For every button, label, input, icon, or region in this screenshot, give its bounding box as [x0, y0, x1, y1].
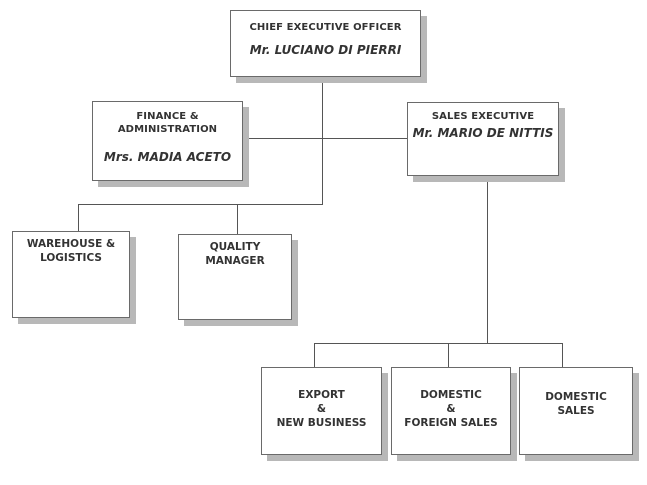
- connector-to-domestic: [562, 343, 563, 367]
- connector-sales-down: [487, 176, 488, 343]
- quality-line1: QUALITY: [209, 241, 261, 253]
- connector-to-quality: [237, 204, 238, 234]
- connector-warehouse-quality: [78, 204, 323, 205]
- connector-ceo-down: [322, 77, 323, 205]
- sales-executive-box: SALES EXECUTIVE Mr. MARIO DE NITTIS: [407, 102, 559, 176]
- ceo-name: Mr. LUCIANO DI PIERRI: [249, 43, 402, 57]
- quality-line2: MANAGER: [205, 255, 265, 267]
- export-line1: EXPORT: [298, 389, 345, 401]
- ceo-box: CHIEF EXECUTIVE OFFICER Mr. LUCIANO DI P…: [230, 10, 421, 77]
- export-line3: NEW BUSINESS: [276, 417, 367, 429]
- connector-sales-teams: [314, 343, 563, 344]
- connector-to-export: [314, 343, 315, 367]
- domestic-sales-box: DOMESTIC SALES: [519, 367, 633, 455]
- quality-manager-box: QUALITY MANAGER: [178, 234, 292, 320]
- finance-title-line2: ADMINISTRATION: [117, 124, 218, 135]
- export-new-business-box: EXPORT & NEW BUSINESS: [261, 367, 382, 455]
- domestic-line1: DOMESTIC: [545, 391, 607, 403]
- export-line2: &: [316, 403, 327, 415]
- finance-box: FINANCE & ADMINISTRATION Mrs. MADIA ACET…: [92, 101, 243, 181]
- domestic-foreign-sales-box: DOMESTIC & FOREIGN SALES: [391, 367, 511, 455]
- finance-title-line1: FINANCE &: [136, 111, 199, 122]
- sales-title: SALES EXECUTIVE: [431, 111, 535, 122]
- domestic-foreign-line3: FOREIGN SALES: [404, 417, 498, 429]
- connector-finance-sales: [243, 138, 407, 139]
- ceo-title: CHIEF EXECUTIVE OFFICER: [249, 22, 402, 33]
- domestic-foreign-line2: &: [446, 403, 456, 415]
- domestic-line2: SALES: [557, 405, 595, 417]
- warehouse-line2: LOGISTICS: [40, 252, 102, 264]
- warehouse-logistics-box: WAREHOUSE & LOGISTICS: [12, 231, 130, 318]
- domestic-foreign-line1: DOMESTIC: [420, 389, 482, 401]
- sales-name: Mr. MARIO DE NITTIS: [412, 126, 554, 140]
- connector-to-domestic-foreign: [448, 343, 449, 367]
- warehouse-line1: WAREHOUSE &: [26, 238, 116, 250]
- connector-to-warehouse: [78, 204, 79, 231]
- finance-name: Mrs. MADIA ACETO: [103, 150, 232, 164]
